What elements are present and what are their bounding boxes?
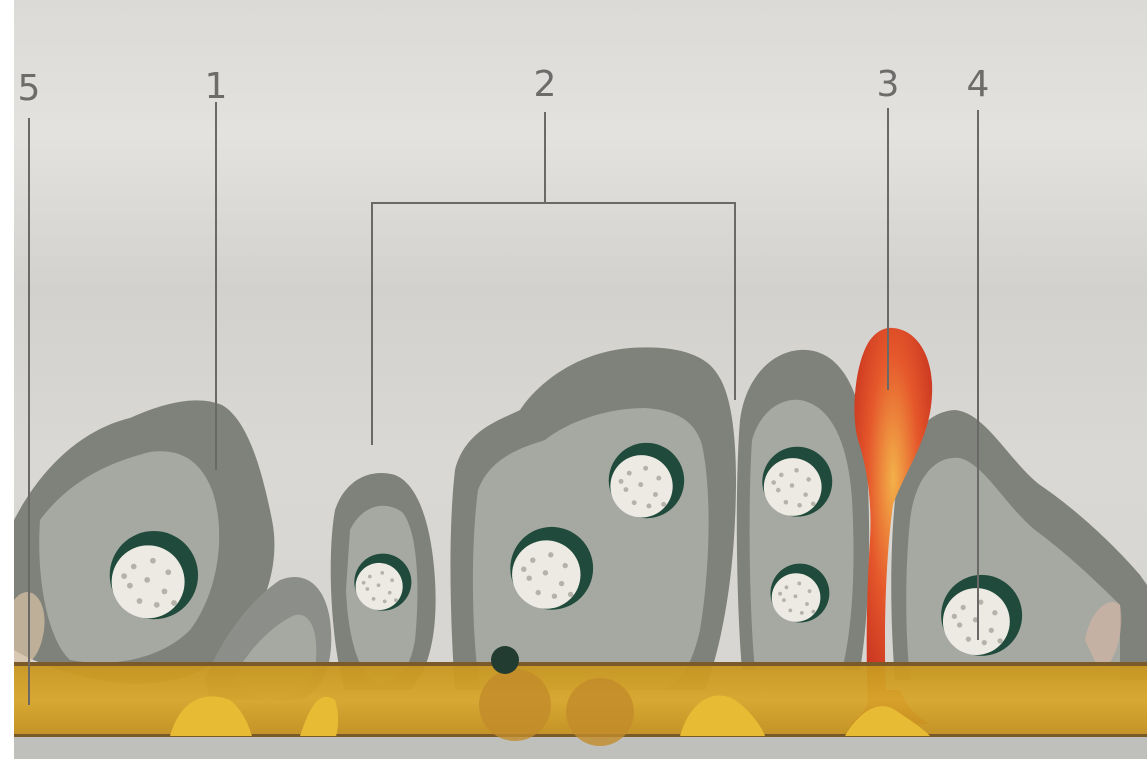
label-2: 2	[534, 64, 557, 105]
label-1: 1	[205, 66, 228, 107]
cell-2c	[737, 350, 869, 670]
cell-4	[891, 410, 1147, 680]
nucleus-icon	[770, 564, 829, 623]
label-5: 5	[18, 68, 41, 109]
nucleus-icon	[354, 554, 411, 611]
nucleus-icon	[762, 447, 832, 517]
label-3: 3	[877, 64, 900, 105]
nucleus-icon	[941, 575, 1022, 656]
nucleus-icon	[110, 531, 198, 619]
number-labels: 5 1 2 3 4	[18, 64, 990, 109]
cell-2b	[450, 347, 736, 690]
cell-2a	[331, 473, 436, 690]
nucleus-icon	[510, 527, 593, 610]
label-4: 4	[967, 64, 990, 105]
nucleus-icon	[609, 443, 684, 518]
